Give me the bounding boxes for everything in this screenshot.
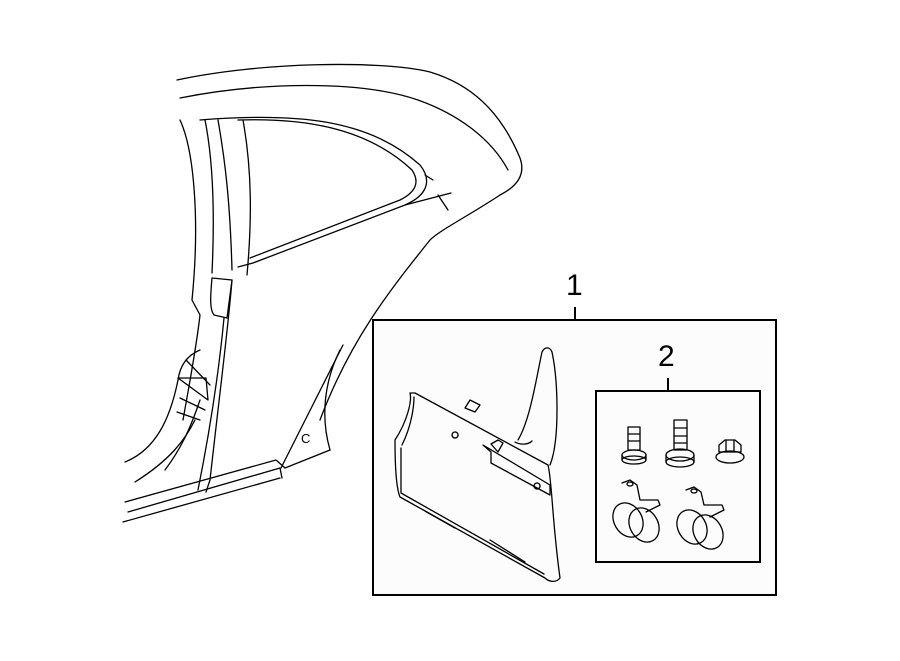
svg-text:C: C bbox=[301, 431, 310, 446]
leader-line-1 bbox=[574, 307, 576, 320]
callout-2: 2 bbox=[658, 340, 675, 373]
leader-line-2 bbox=[667, 378, 669, 391]
callout-1: 1 bbox=[566, 269, 583, 302]
